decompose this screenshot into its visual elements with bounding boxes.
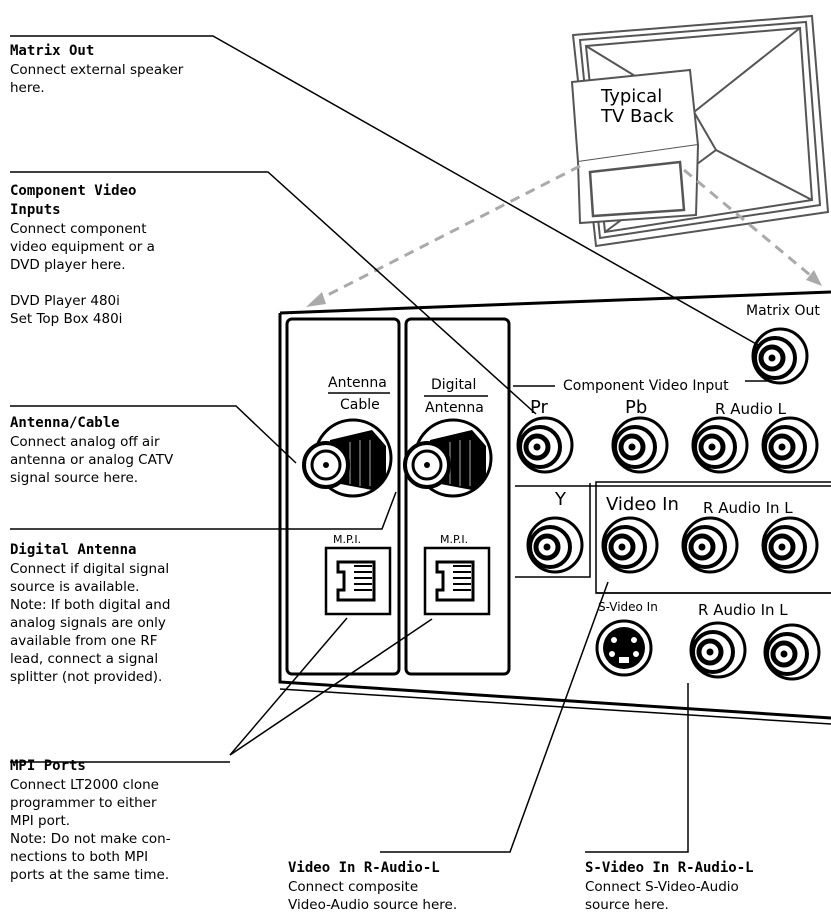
video-in-label: Video In (606, 494, 679, 515)
callout-desc: Connect S-Video-Audio source here. (585, 879, 739, 913)
callout-title: Component Video Inputs (10, 183, 137, 218)
tv-back-label-line1: Typical (600, 86, 662, 107)
pb-jack (613, 418, 667, 472)
callout-desc: Connect analog off air antenna or analog… (10, 434, 174, 486)
svideo-in-label: S-Video In (598, 600, 658, 614)
callout-svideo-in: S-Video In R-Audio-L Connect S-Video-Aud… (585, 859, 754, 914)
svideo-l-audio-jack (765, 625, 819, 679)
tv-illustration (570, 14, 830, 248)
callout-matrix-out: Matrix Out Connect external speaker here… (10, 42, 183, 97)
component-video-input-label: Component Video Input (563, 378, 729, 394)
callout-desc: Connect composite Video-Audio source her… (288, 879, 458, 913)
cable-label: Cable (340, 397, 380, 413)
callout-antenna-cable: Antenna/Cable Connect analog off air ant… (10, 414, 173, 487)
svideo-jack (595, 619, 653, 677)
mpi-port-1 (324, 546, 392, 616)
pb-label: Pb (625, 397, 647, 418)
callout-title: Video In R-Audio-L (288, 860, 440, 876)
r-audio-l-label: R Audio L (715, 400, 787, 418)
callout-title: Antenna/Cable (10, 415, 120, 431)
matrix-out-panel-label: Matrix Out (746, 303, 820, 319)
callout-mpi-ports: MPI Ports Connect LT2000 clone programme… (10, 757, 171, 884)
callout-title: S-Video In R-Audio-L (585, 860, 754, 876)
mpi-label: M.P.I. (333, 533, 361, 546)
antenna-label: Antenna (328, 375, 387, 391)
r-audio-in-l-label: R Audio In L (703, 499, 793, 517)
y-jack (528, 518, 582, 572)
callout-desc: Connect LT2000 clone programmer to eithe… (10, 777, 171, 883)
zoom-indicator-arrows (311, 164, 817, 305)
callout-desc: Connect component video equipment or a D… (10, 221, 155, 327)
svideo-r-audio-jack (691, 623, 745, 677)
callout-desc: Connect if digital signal source is avai… (10, 561, 171, 685)
video-in-jack (603, 518, 657, 572)
matrix-out-jack (753, 329, 807, 383)
digital-label: Digital (431, 377, 476, 393)
antenna-cable-connector (302, 418, 393, 498)
callout-title: Matrix Out (10, 43, 95, 59)
callout-video-in: Video In R-Audio-L Connect composite Vid… (288, 859, 457, 914)
pr-label: Pr (530, 397, 549, 418)
l-audio-jack (763, 418, 817, 472)
r-audio-in-l-label: R Audio In L (698, 601, 788, 619)
arrow-head-icon (306, 292, 326, 307)
callout-desc: Connect external speaker here. (10, 62, 184, 96)
y-label: Y (554, 489, 567, 510)
leader-lines (10, 35, 759, 853)
l-audio-in-jack (763, 518, 817, 572)
mpi-port-2 (423, 546, 491, 616)
mpi-label: M.P.I. (440, 533, 468, 546)
callout-digital-antenna: Digital Antenna Connect if digital signa… (10, 541, 170, 686)
back-panel (278, 290, 831, 725)
callout-component-video: Component Video Inputs Connect component… (10, 182, 155, 328)
arrow-head-icon (806, 270, 822, 286)
pr-jack (518, 418, 572, 472)
tv-back-label-line2: TV Back (600, 106, 674, 127)
callout-title: Digital Antenna (10, 542, 137, 558)
r-audio-jack (693, 418, 747, 472)
digital-antenna-connector (403, 418, 493, 498)
r-audio-in-jack (683, 518, 737, 572)
digital-antenna-label: Antenna (425, 400, 484, 416)
